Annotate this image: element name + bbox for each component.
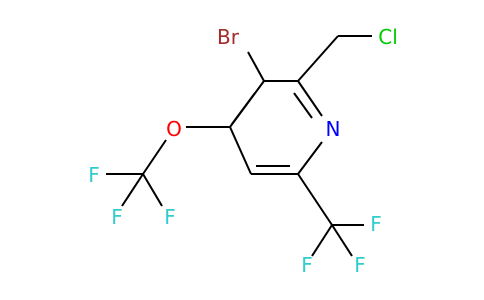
bond-c2-ch2 — [297, 35, 339, 82]
bond-n-c6 — [297, 141, 323, 175]
fluorine-label-4: F — [370, 212, 382, 236]
fluorine-label-1: F — [88, 163, 100, 187]
fluorine-label-5: F — [301, 253, 313, 277]
bond-c3-c4-inner — [231, 92, 256, 125]
bromine-label: Br — [217, 25, 240, 49]
bond-cf3-f3 — [142, 173, 163, 207]
bond-cf3b-f6 — [331, 224, 353, 257]
bonds — [106, 35, 372, 257]
nitrogen-label: N — [326, 117, 341, 141]
bond-cf3-f2 — [121, 173, 144, 207]
fluorine-label-3: F — [164, 205, 176, 229]
atom-labels: Br Cl N O F F F F F F — [88, 25, 398, 277]
fluorine-label-2: F — [111, 205, 123, 229]
bond-c3-br — [247, 51, 265, 82]
fluorine-label-6: F — [354, 253, 366, 277]
oxygen-label: O — [166, 117, 182, 141]
bond-c5-c4 — [229, 126, 252, 175]
bond-cf3b-f5 — [311, 224, 333, 257]
bond-c2-n-inner — [293, 92, 313, 119]
bond-c6-cf3 — [297, 173, 333, 226]
chlorine-label: Cl — [378, 25, 398, 49]
bond-c2-n — [297, 80, 323, 117]
bond-o-cf3 — [142, 139, 167, 175]
